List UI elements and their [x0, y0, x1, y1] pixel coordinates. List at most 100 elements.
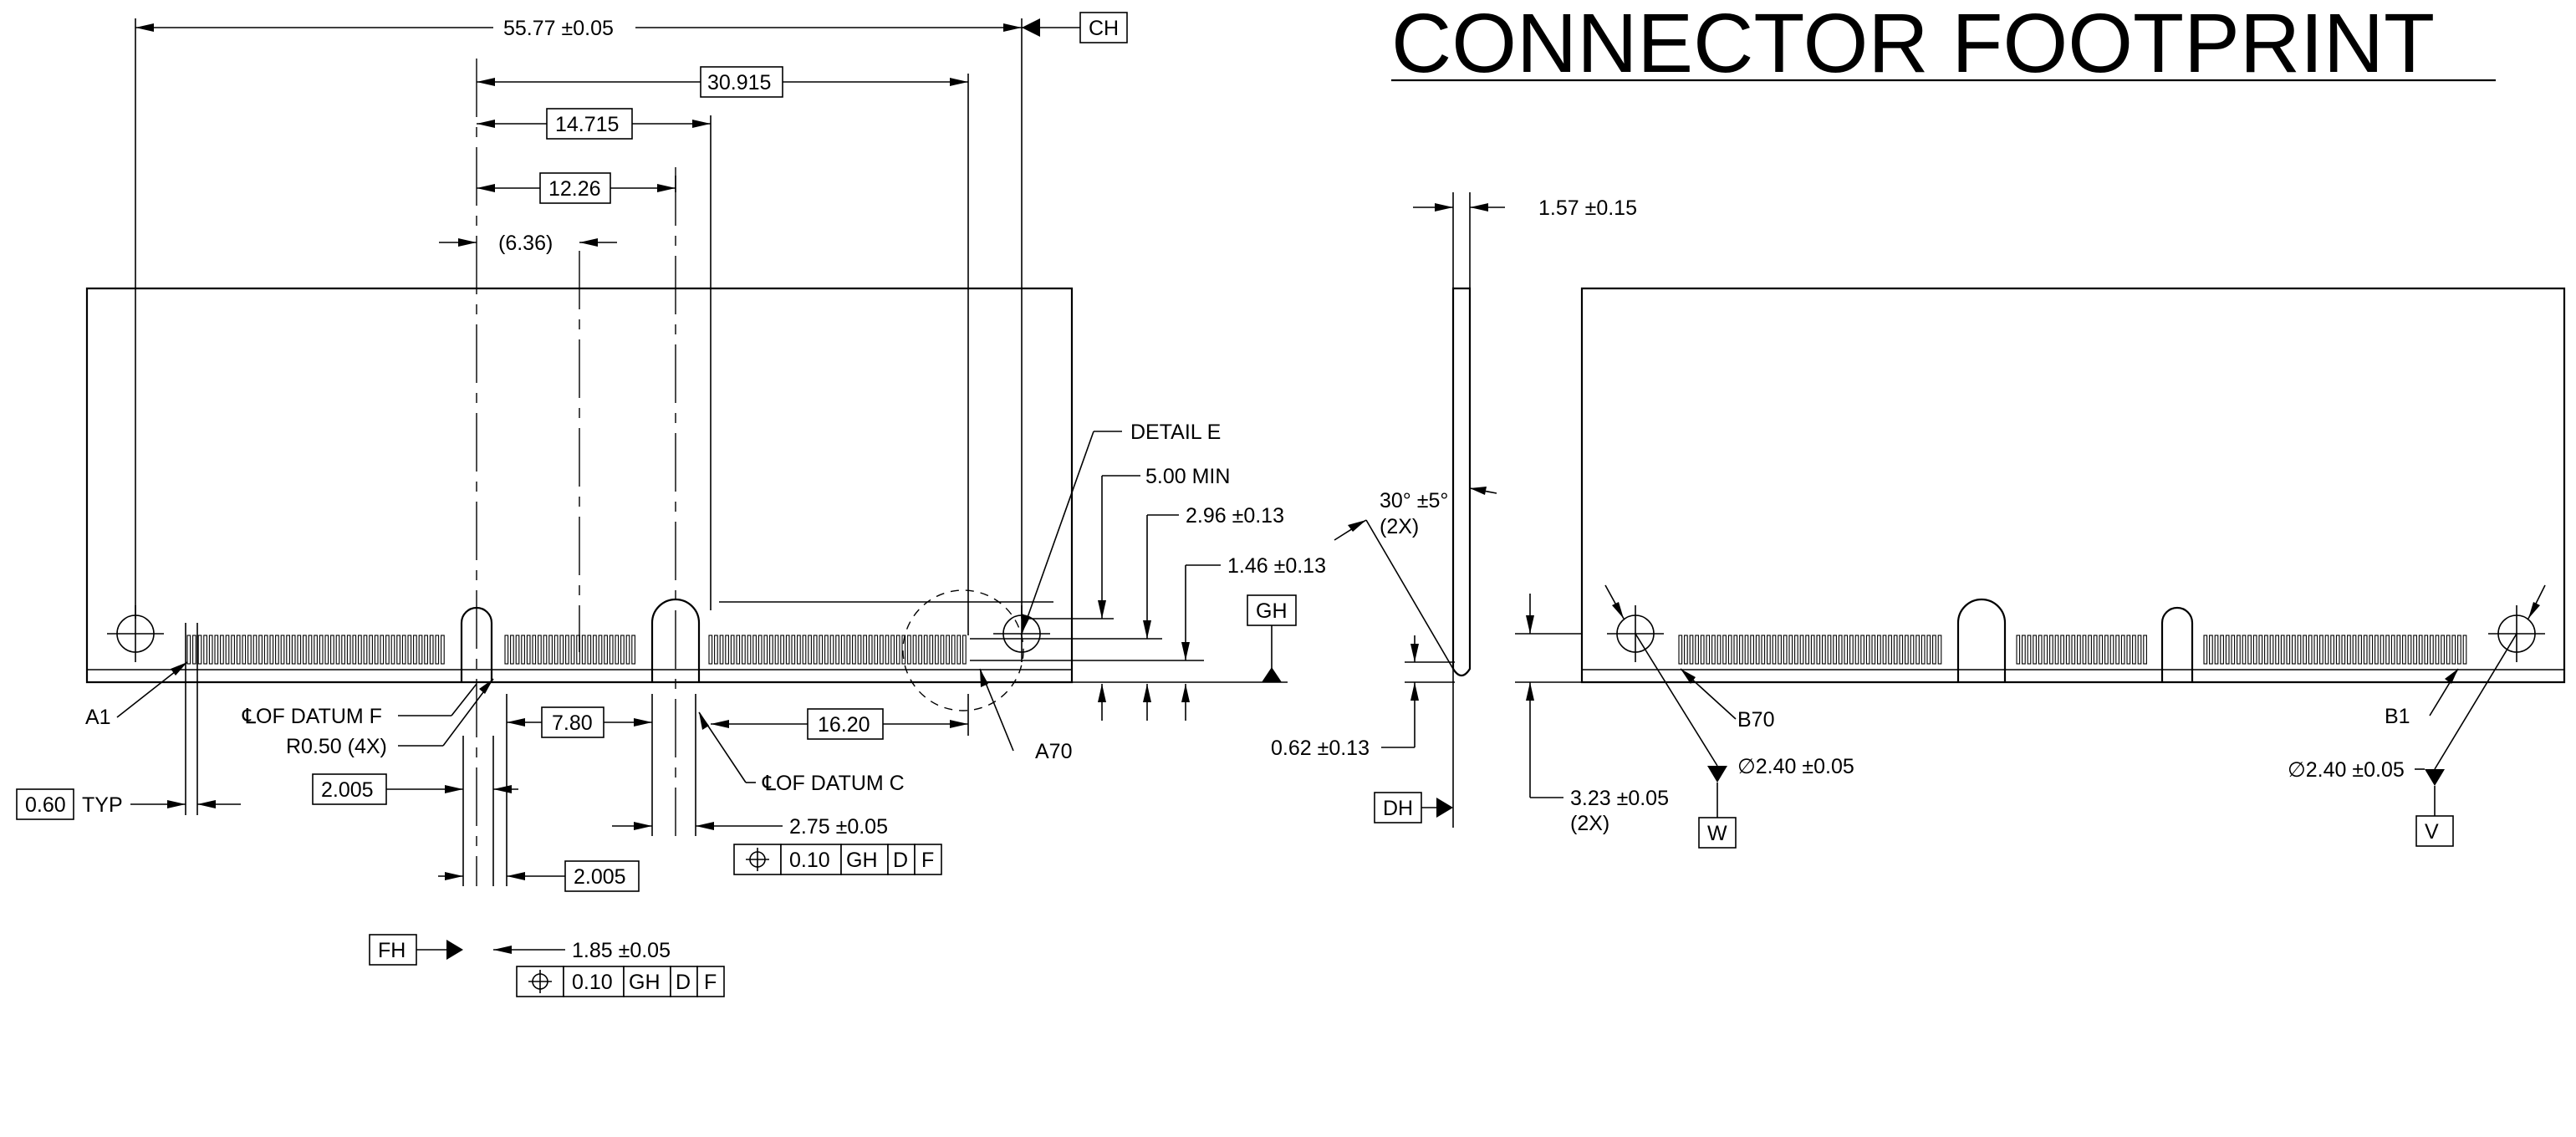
contact-pin: [236, 635, 241, 665]
contact-pin: [2430, 635, 2434, 665]
pin-row-a1-section: [186, 635, 445, 665]
contact-pin: [401, 635, 406, 665]
contact-pin: [2077, 635, 2081, 665]
dim-780-label: 7.80: [552, 711, 593, 735]
contact-pin: [835, 635, 839, 665]
fcf1-datum-1: GH: [846, 849, 878, 872]
hole2-label: ∅2.40 ±0.05: [2288, 758, 2405, 782]
contact-pin: [1810, 635, 1815, 665]
contact-pin: [2071, 635, 2076, 665]
contact-pin: [1761, 635, 1766, 665]
contact-pin: [912, 635, 917, 665]
contact-pin: [1921, 635, 1926, 665]
contact-pin: [2435, 635, 2440, 665]
leader-datum-c: ℄OF DATUM C: [698, 711, 905, 795]
detail-e-circle: [902, 589, 1024, 711]
contact-pin: [2457, 635, 2461, 665]
contact-pin: [587, 635, 592, 665]
contact-pin: [396, 635, 400, 665]
contact-pin: [2324, 635, 2329, 665]
contact-pin: [2120, 635, 2125, 665]
fcf2-datum-3: F: [704, 971, 717, 994]
contact-pin: [1926, 635, 1931, 665]
contact-pin: [2313, 635, 2318, 665]
leader-b1: B1: [2385, 668, 2459, 728]
contact-pin: [2220, 635, 2224, 665]
dim-185-label: 1.85 ±0.05: [572, 939, 671, 962]
contact-pin: [840, 635, 845, 665]
dim-2005-upper: 2.005: [312, 773, 518, 805]
contact-pin: [1849, 635, 1854, 665]
contact-pin: [813, 635, 818, 665]
contact-pin: [1711, 635, 1716, 665]
contact-pin: [1739, 635, 1743, 665]
back-pin-row-b1-section: [2203, 635, 2467, 665]
dim-146: 1.46 ±0.13: [1181, 554, 1326, 660]
contact-pin: [2242, 635, 2247, 665]
contact-pin: [504, 635, 509, 665]
contact-pin: [1915, 635, 1920, 665]
back-notch-2: [2160, 606, 2194, 682]
contact-pin: [324, 635, 329, 665]
dim-323-label: 3.23 ±0.05: [1570, 787, 1669, 810]
contact-pin: [1767, 635, 1771, 665]
back-pin-row-b70-section: [1678, 635, 1942, 665]
contact-pin: [774, 635, 779, 665]
contact-pin: [242, 635, 247, 665]
contact-pin: [1799, 635, 1804, 665]
dim-overall-width: 55.77 ±0.05: [135, 17, 1022, 40]
contact-pin: [2286, 635, 2291, 665]
contact-pin: [2385, 635, 2390, 665]
dim-780: 7.80: [507, 706, 652, 738]
contact-pin: [2258, 635, 2263, 665]
dim-062: 0.62 ±0.13: [1271, 635, 1455, 760]
contact-pin: [918, 635, 922, 665]
dim-1620-label: 16.20: [818, 713, 870, 737]
contact-pin: [874, 635, 879, 665]
contact-pin: [532, 635, 537, 665]
contact-pin: [1833, 635, 1837, 665]
datum-f-label: ℄OF DATUM F: [242, 705, 382, 728]
dim-1620: 16.20: [711, 708, 968, 740]
contact-pin: [2280, 635, 2285, 665]
contact-pin: [390, 635, 395, 665]
contact-pin: [609, 635, 614, 665]
contact-pin: [2115, 635, 2119, 665]
contact-pin: [2247, 635, 2252, 665]
side-view-card: [1451, 287, 1472, 677]
contact-pin: [1700, 635, 1705, 665]
contact-pin: [868, 635, 873, 665]
contact-pin: [1684, 635, 1688, 665]
contact-pin: [725, 635, 729, 665]
contact-pin: [275, 635, 279, 665]
datum-c-label: ℄OF DATUM C: [762, 772, 905, 795]
r050-label: R0.50 (4X): [286, 735, 387, 758]
contact-pin: [1805, 635, 1809, 665]
fcf1-datum-2: D: [893, 849, 908, 872]
back-pin-row-middle-section: [2016, 635, 2147, 665]
contact-pin: [785, 635, 790, 665]
contact-pin: [1794, 635, 1798, 665]
contact-pin: [2214, 635, 2219, 665]
contact-pin: [2269, 635, 2274, 665]
contact-pin: [374, 635, 379, 665]
contact-pin: [2424, 635, 2429, 665]
contact-pin: [526, 635, 531, 665]
contact-pin: [1706, 635, 1711, 665]
contact-pin: [297, 635, 302, 665]
contact-pin: [1788, 635, 1793, 665]
dim-060-label: 0.60: [25, 793, 66, 817]
contact-pin: [380, 635, 385, 665]
contact-pin: [2126, 635, 2131, 665]
contact-pin: [901, 635, 906, 665]
contact-pin: [280, 635, 285, 665]
contact-pin: [203, 635, 207, 665]
contact-pin: [2319, 635, 2324, 665]
contact-pin: [714, 635, 718, 665]
contact-pin: [186, 635, 191, 665]
contact-pin: [752, 635, 757, 665]
contact-pin: [852, 635, 856, 665]
dim-angle: 30° ±5° (2X): [1334, 487, 1497, 670]
contact-pin: [962, 635, 967, 665]
